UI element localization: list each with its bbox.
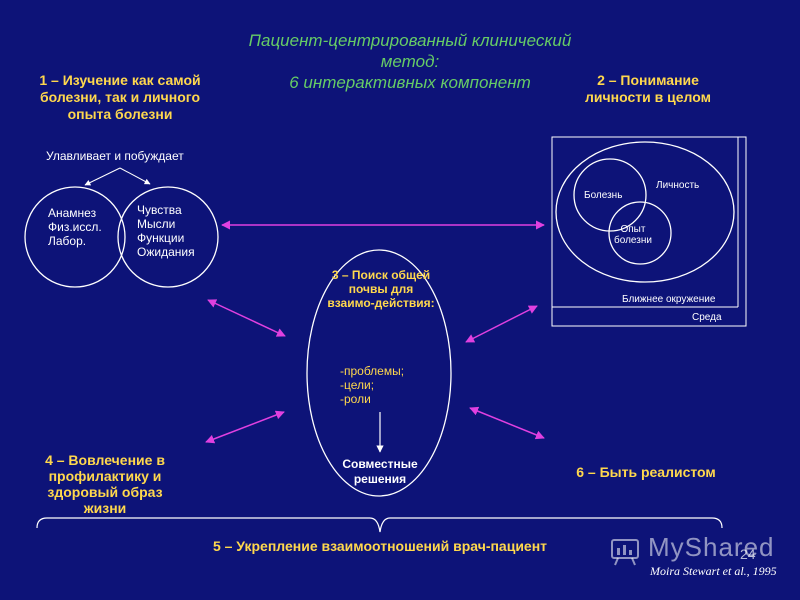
common-ground-ellipse <box>306 249 452 497</box>
component-5-heading: 5 – Укрепление взаимоотношений врач-паци… <box>212 538 548 554</box>
arrow-4-3 <box>205 410 285 444</box>
watermark: MyShared <box>648 532 775 562</box>
component-6-heading: 6 – Быть реалистом <box>576 464 716 480</box>
circle-anamnesis <box>24 186 126 288</box>
component-2-heading: 2 – Понимание личности в целом <box>585 72 711 105</box>
myshared-logo-icon <box>611 539 639 566</box>
slide-number: 24 <box>740 546 756 562</box>
arrow-2-3 <box>465 305 538 343</box>
component-1-subtitle: Улавливает и побуждает <box>46 149 184 163</box>
environment-label: Среда <box>692 312 722 323</box>
component-1-heading: 1 – Изучение как самой болезни, так и ли… <box>39 72 201 122</box>
disease-label: Болезнь <box>584 190 623 201</box>
feelings-label: Чувства Мысли Функции Ожидания <box>137 203 195 259</box>
component-4-heading: 4 – Вовлечение в профилактику и здоровый… <box>45 452 165 516</box>
title-line-1: Пациент-центрированный клинический <box>248 31 572 50</box>
arrow-1-3 <box>207 299 286 337</box>
illness-experience-circle <box>608 201 672 265</box>
common-ground-items: -проблемы; -цели; -роли <box>340 364 405 406</box>
component-3-heading: 3 – Поиск общей почвы для взаимо-действи… <box>327 268 435 310</box>
slide-title: Пациент-центрированный клинический метод… <box>150 30 670 93</box>
personality-label: Личность <box>656 180 700 191</box>
circle-feelings <box>117 186 219 288</box>
personality-ellipse <box>555 141 735 283</box>
title-line-3: 6 интерактивных компонент <box>289 73 531 92</box>
brace <box>36 517 723 533</box>
illness-experience-label: Опыт болезни <box>614 224 652 246</box>
arrow-6-3 <box>469 406 545 440</box>
near-environment-label: Ближнее окружение <box>622 294 716 305</box>
anamnesis-label: Анамнез Физ.иссл. Лабор. <box>48 206 102 248</box>
title-line-2: метод: <box>380 52 440 71</box>
disease-circle <box>573 158 647 232</box>
citation: Moira Stewart et al., 1995 <box>650 564 777 578</box>
arrow-to-right-circle <box>119 167 151 185</box>
joint-decisions: Совместные решения <box>342 457 418 486</box>
arrow-to-left-circle <box>84 167 121 186</box>
environment-box <box>551 136 747 327</box>
